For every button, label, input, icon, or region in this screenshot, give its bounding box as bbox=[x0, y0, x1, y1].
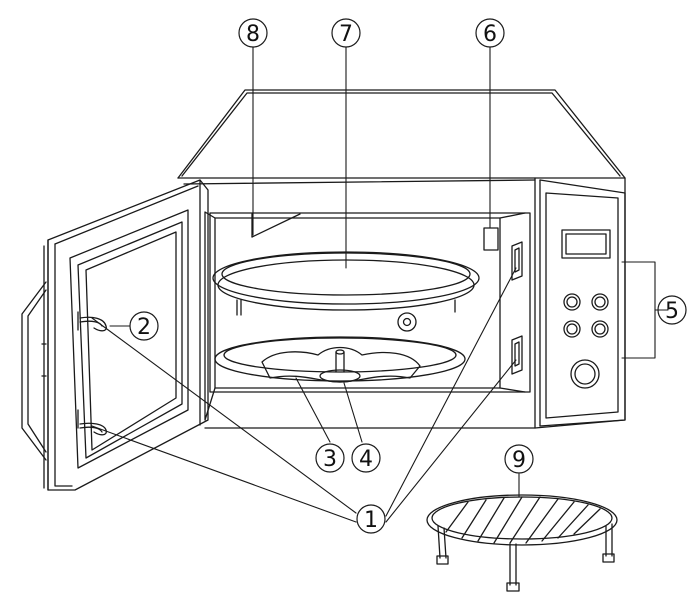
callout-4-label: 4 bbox=[359, 447, 373, 472]
turntable-shaft bbox=[319, 349, 361, 383]
callout-4: 4 bbox=[351, 443, 381, 473]
grill-heater-ring bbox=[212, 251, 480, 316]
waveguide-cover bbox=[483, 227, 499, 251]
callout-3-label: 3 bbox=[323, 447, 337, 472]
callout-5-label: 5 bbox=[665, 299, 679, 324]
callout-8-label: 8 bbox=[246, 22, 260, 47]
callout-1-label: 1 bbox=[364, 508, 378, 533]
control-button bbox=[591, 293, 609, 311]
callout-9-label: 9 bbox=[512, 448, 526, 473]
turntable-ring-assembly bbox=[214, 336, 466, 383]
callouts: 8 7 6 5 2 3 4 1 bbox=[129, 18, 687, 534]
display-window bbox=[561, 229, 611, 259]
callout-1: 1 bbox=[356, 504, 386, 534]
control-button bbox=[563, 293, 581, 311]
control-button bbox=[591, 320, 609, 338]
callout-8: 8 bbox=[238, 18, 268, 48]
callout-5: 5 bbox=[657, 295, 687, 325]
callout-6: 6 bbox=[475, 18, 505, 48]
callout-3: 3 bbox=[315, 443, 345, 473]
door bbox=[21, 179, 209, 491]
callout-7: 7 bbox=[331, 18, 361, 48]
safety-interlock-slots bbox=[511, 241, 523, 375]
oven-cavity bbox=[204, 211, 531, 421]
callout-7-label: 7 bbox=[339, 22, 353, 47]
callout-6-label: 6 bbox=[483, 22, 497, 47]
leader-lines bbox=[91, 46, 669, 523]
callout-2-label: 2 bbox=[137, 315, 151, 340]
control-panel bbox=[539, 179, 626, 427]
grill-rack bbox=[426, 494, 618, 592]
callout-2: 2 bbox=[129, 311, 159, 341]
coupler-knob bbox=[397, 312, 417, 332]
callout-9: 9 bbox=[504, 444, 534, 474]
control-dial bbox=[570, 359, 600, 389]
control-button bbox=[563, 320, 581, 338]
